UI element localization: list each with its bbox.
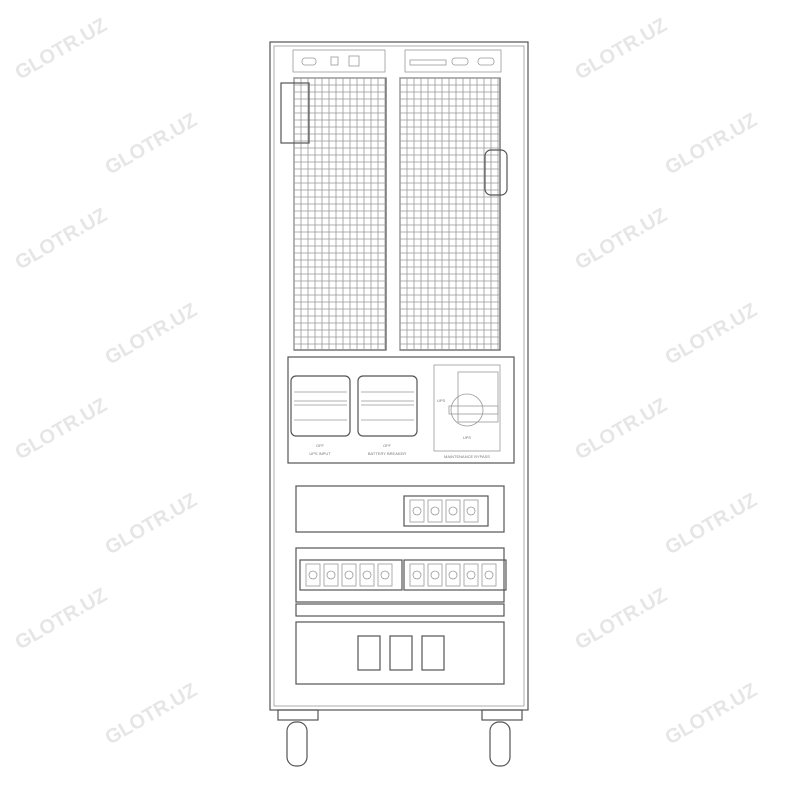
- dry-contact-terminal: [409, 59, 447, 66]
- breaker-2-label: BATTERY BREAKER: [368, 451, 406, 456]
- terminal: [377, 563, 393, 587]
- terminal: [323, 563, 339, 587]
- terminal: [445, 499, 461, 523]
- usb-port: [330, 56, 339, 66]
- terminal: [359, 563, 375, 587]
- fuse-holder-1: [357, 635, 381, 671]
- vent-grid-right: [399, 77, 501, 351]
- terminal: [427, 563, 443, 587]
- cover-plate: [280, 82, 310, 144]
- wheel-right: [481, 709, 523, 767]
- watermark-text: GLOTR.UZ: [12, 584, 112, 654]
- parallel-port-1: [451, 57, 469, 66]
- output-terminal-block: [403, 559, 507, 591]
- watermark-text: GLOTR.UZ: [662, 489, 762, 559]
- bypass-ups-label: UPS: [437, 398, 446, 403]
- watermark-text: GLOTR.UZ: [662, 679, 762, 749]
- terminal: [341, 563, 357, 587]
- wheel-left: [277, 709, 319, 767]
- maintenance-bypass-switch[interactable]: [433, 364, 501, 452]
- terminal: [305, 563, 321, 587]
- watermark-text: GLOTR.UZ: [102, 299, 202, 369]
- watermark-text: GLOTR.UZ: [662, 299, 762, 369]
- watermark-text: GLOTR.UZ: [572, 584, 672, 654]
- fuse-holder-2: [389, 635, 413, 671]
- bypass-bottom-label: UPS: [463, 435, 472, 440]
- cabinet-inner-outline: [273, 45, 525, 707]
- terminal: [409, 563, 425, 587]
- breaker-battery[interactable]: [357, 375, 418, 437]
- handle: [484, 149, 508, 196]
- rs232-port: [301, 57, 317, 66]
- terminal: [481, 563, 497, 587]
- breaker-1-state: OFF: [316, 443, 325, 448]
- bypass-label: MAINTENANCE BYPASS: [444, 454, 490, 459]
- fuse-holder-3: [421, 635, 445, 671]
- lower-section: [295, 621, 505, 685]
- breaker-2-state: OFF: [383, 443, 392, 448]
- comm-port-panel-left: [292, 49, 386, 73]
- watermark-text: GLOTR.UZ: [572, 394, 672, 464]
- ground-bar: [295, 603, 505, 617]
- terminal-section-1: [295, 485, 505, 533]
- breaker-1-label: UPS INPUT: [309, 451, 331, 456]
- watermark-text: GLOTR.UZ: [12, 14, 112, 84]
- breaker-ups-input[interactable]: [290, 375, 351, 437]
- battery-terminal-block: [403, 495, 489, 527]
- watermark-text: GLOTR.UZ: [102, 109, 202, 179]
- input-terminal-block: [299, 559, 403, 591]
- terminal: [463, 499, 479, 523]
- cabinet-outline: [269, 41, 529, 711]
- terminal: [427, 499, 443, 523]
- epo-port: [348, 55, 360, 67]
- parallel-port-2: [477, 57, 495, 66]
- switch-panel: [287, 356, 515, 464]
- terminal: [445, 563, 461, 587]
- watermark-text: GLOTR.UZ: [572, 14, 672, 84]
- vent-grid-left: [293, 77, 387, 351]
- watermark-text: GLOTR.UZ: [12, 394, 112, 464]
- watermark-text: GLOTR.UZ: [12, 204, 112, 274]
- watermark-text: GLOTR.UZ: [102, 489, 202, 559]
- comm-port-panel-right: [404, 49, 502, 73]
- watermark-text: GLOTR.UZ: [102, 679, 202, 749]
- watermark-text: GLOTR.UZ: [662, 109, 762, 179]
- watermark-text: GLOTR.UZ: [572, 204, 672, 274]
- terminal-section-2: [295, 547, 505, 603]
- terminal: [409, 499, 425, 523]
- terminal: [463, 563, 479, 587]
